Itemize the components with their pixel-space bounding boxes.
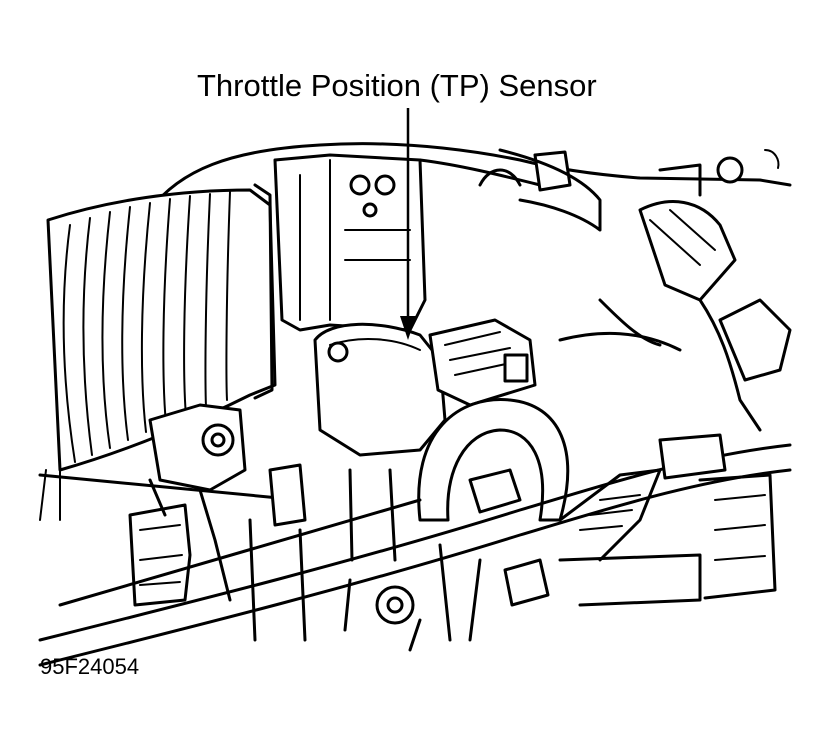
- lower-left-components: [128, 403, 247, 607]
- figure-id: 95F24054: [40, 654, 140, 679]
- throttle-body: [273, 153, 427, 332]
- tp-sensor-callout-label: Throttle Position (TP) Sensor: [197, 68, 597, 103]
- wiring-harness: [558, 156, 792, 432]
- tp-sensor: [313, 318, 537, 457]
- arrow-down-icon: [400, 108, 416, 340]
- engine-cover-outline: [148, 142, 792, 212]
- lower-engine-block: [248, 468, 777, 652]
- top-fittings: [478, 148, 780, 232]
- fuel-lines: [38, 433, 792, 667]
- vacuum-hose-loop: [417, 398, 570, 522]
- air-intake-hose: [39, 183, 277, 521]
